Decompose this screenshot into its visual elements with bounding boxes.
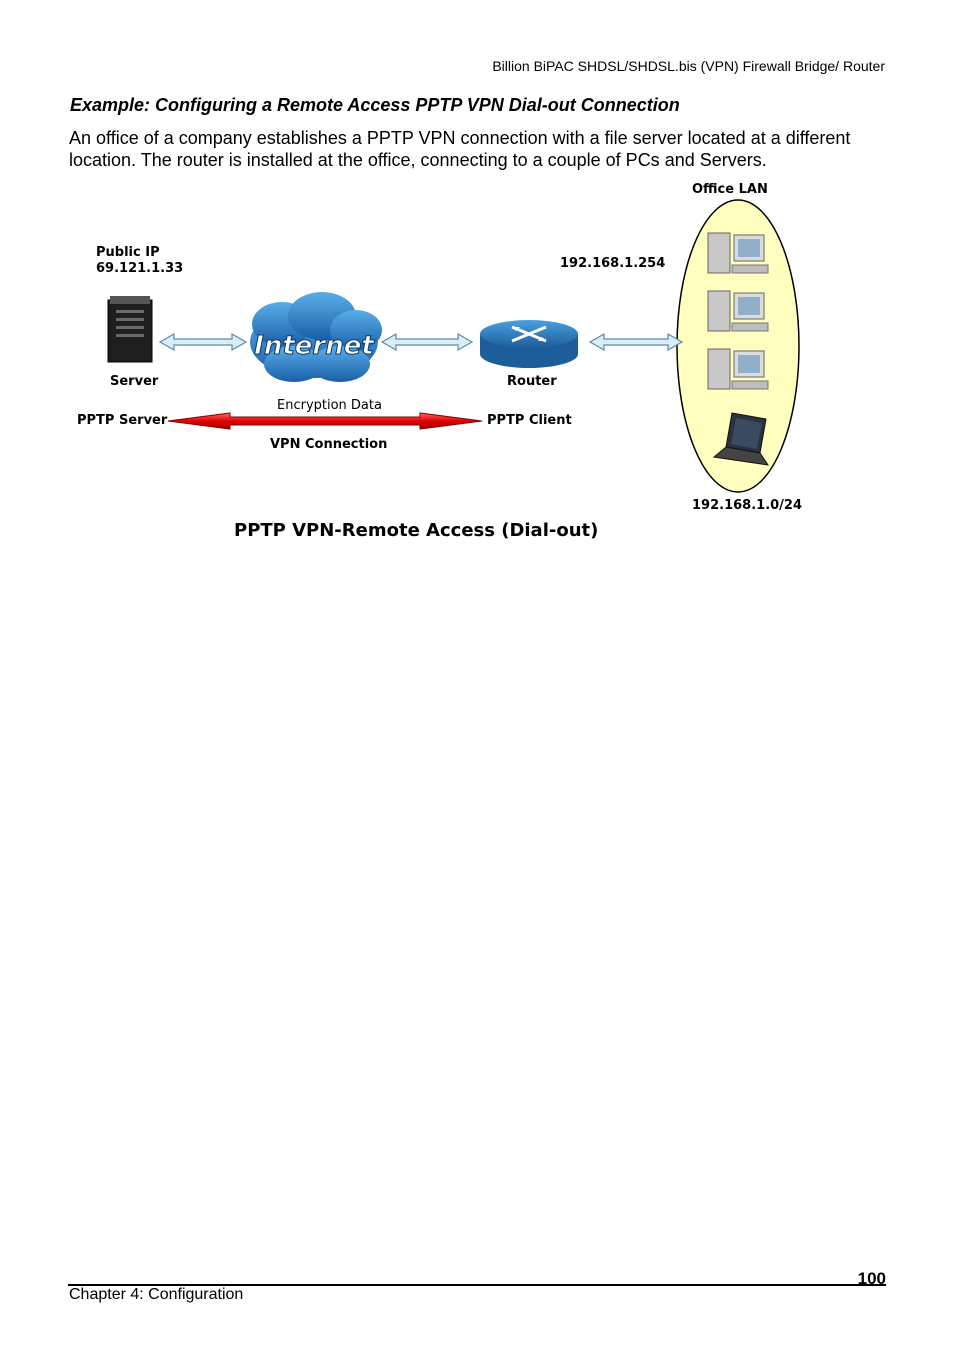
network-diagram: Office LAN 192.168.1.0/24 Public IP 69.1… [77,182,802,541]
section-title: Example: Configuring a Remote Access PPT… [70,95,680,115]
public-ip-value: 69.121.1.33 [96,261,183,276]
document-header: Billion BiPAC SHDSL/SHDSL.bis (VPN) Fire… [492,58,885,74]
pptp-server-label: PPTP Server [77,413,168,428]
page-number: 100 [857,1269,886,1288]
internet-cloud-icon [250,292,382,382]
intro-paragraph: An office of a company establishes a PPT… [69,128,851,170]
link-arrow-router-lan [588,332,684,352]
pptp-client-label: PPTP Client [487,413,572,428]
encryption-data-label: Encryption Data [277,398,382,413]
public-ip-label: Public IP [96,245,160,260]
vpn-connection-label: VPN Connection [270,437,387,452]
desktop-pc-icon [707,232,769,274]
vpn-tunnel-arrow [167,412,483,430]
diagram-caption: PPTP VPN-Remote Access (Dial-out) [234,520,598,541]
server-icon [107,296,153,363]
lan-subnet-label: 192.168.1.0/24 [692,498,802,513]
internet-label: Internet [254,331,375,361]
desktop-pc-icon [707,290,769,332]
router-label: Router [507,374,557,389]
link-arrow-server-internet [158,332,248,352]
router-icon [480,320,578,368]
laptop-icon [712,412,770,466]
chapter-label: Chapter 4: Configuration [69,1286,244,1303]
server-label: Server [110,374,159,389]
link-arrow-internet-router [380,332,474,352]
office-lan-label: Office LAN [692,182,768,197]
router-ip-label: 192.168.1.254 [560,256,665,271]
desktop-pc-icon [707,348,769,390]
footer-divider [68,1284,886,1286]
